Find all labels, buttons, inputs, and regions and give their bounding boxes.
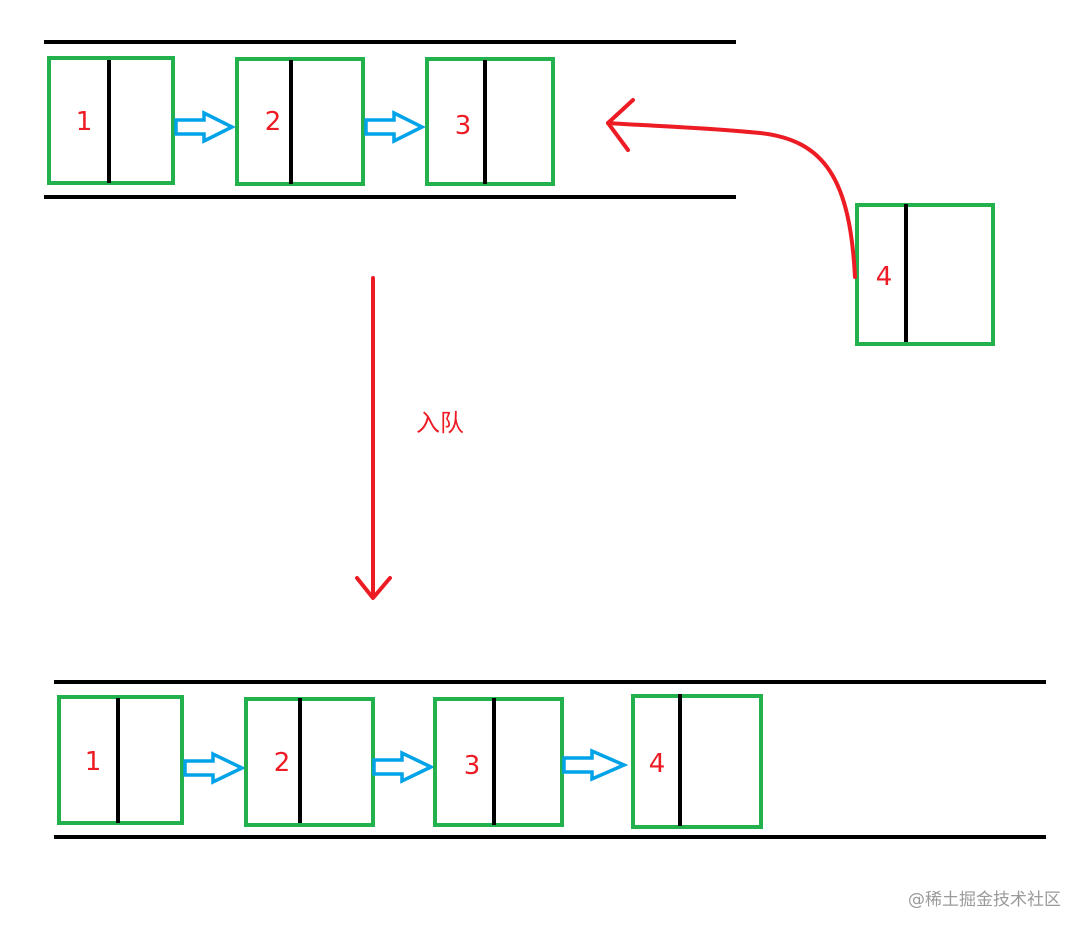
queue-after: 1 2 3 4 [54,680,1046,839]
link-arrow [364,110,426,144]
node-label: 2 [274,748,291,778]
node-box [433,697,564,827]
node-box [425,57,555,186]
node-box [631,694,763,829]
enqueue-label: 入队 [416,409,464,437]
node-label: 4 [876,262,893,292]
link-arrow [183,751,247,785]
node-label: 4 [649,749,666,779]
queue-before-node-3: 3 [425,57,555,186]
node-label: 1 [85,747,102,777]
node-box [57,695,184,825]
queue-after-node-4: 4 [631,694,763,829]
node-label: 3 [455,111,472,141]
insert-arrow [606,98,857,279]
link-arrow [372,750,436,784]
incoming-node: 4 [855,203,995,346]
node-box [235,57,365,186]
queue-before-node-1: 1 [47,56,175,185]
node-label: 2 [265,107,282,137]
node-label: 3 [464,751,481,781]
queue-after-node-1: 1 [57,695,184,825]
link-arrow [562,748,629,782]
queue-before: 1 2 3 [44,40,736,199]
enqueue-arrow [355,276,392,600]
link-arrow [174,110,236,144]
queue-after-node-2: 2 [244,697,375,827]
node-label: 1 [76,107,93,137]
watermark: @稀土掘金技术社区 [908,890,1061,910]
node-box [244,697,375,827]
queue-before-node-2: 2 [235,57,365,186]
enqueue-arrow-head [355,576,392,600]
node-box [855,203,995,346]
queue-after-node-3: 3 [433,697,564,827]
insert-arrow-head [606,98,635,152]
insert-arrow-curve [606,121,857,279]
